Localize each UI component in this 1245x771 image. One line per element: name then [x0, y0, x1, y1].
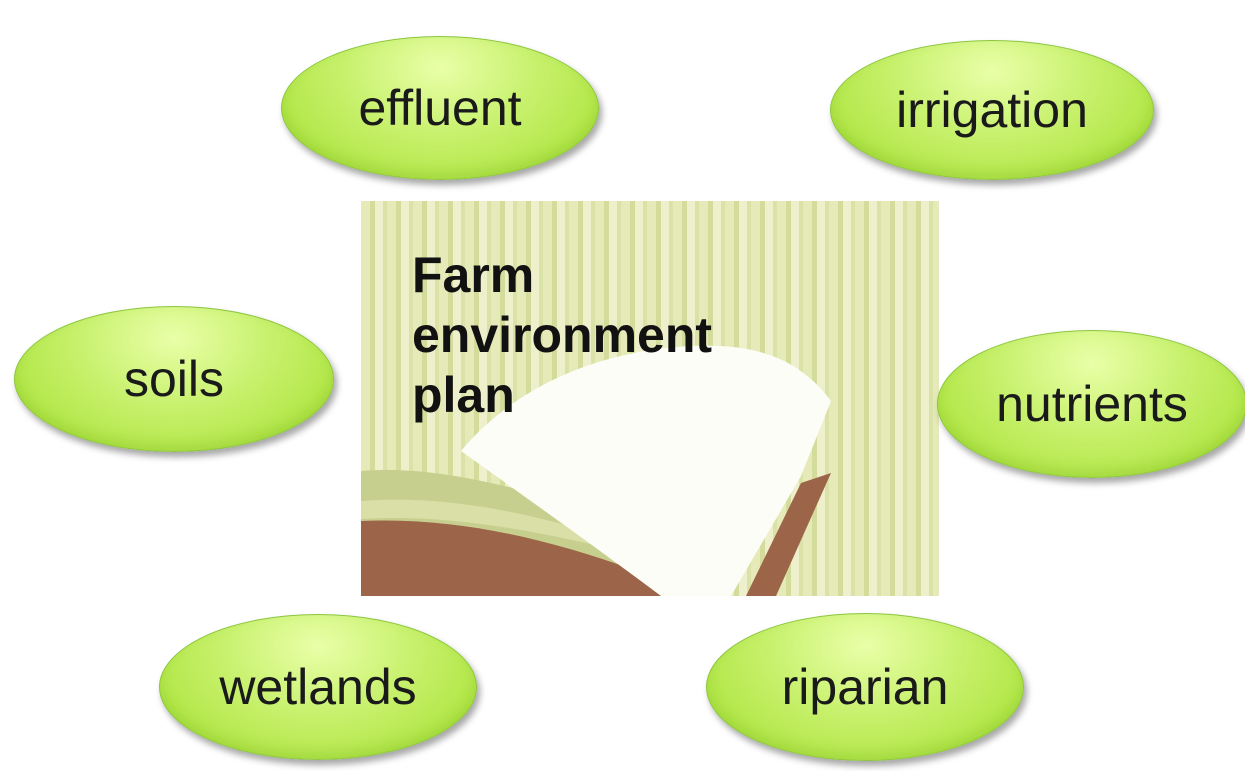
- book-olive-accent: [361, 499, 661, 561]
- center-title-line1: Farm: [412, 247, 535, 303]
- bubble-riparian: riparian: [706, 613, 1024, 761]
- bubble-riparian-label: riparian: [781, 659, 949, 715]
- bubble-effluent: effluent: [281, 36, 599, 180]
- bubble-soils: soils: [14, 306, 334, 452]
- center-plan-panel: Farm environment plan: [361, 201, 939, 596]
- bubble-nutrients-label: nutrients: [996, 376, 1188, 432]
- bubble-wetlands: wetlands: [159, 614, 477, 760]
- bubble-nutrients: nutrients: [937, 330, 1245, 478]
- bubble-soils-label: soils: [123, 351, 225, 407]
- bubble-effluent-label: effluent: [358, 80, 522, 136]
- bubble-irrigation: irrigation: [830, 40, 1154, 180]
- bubble-irrigation-label: irrigation: [896, 82, 1088, 138]
- center-title-line2: environment: [412, 307, 713, 363]
- book-brown-blob: [385, 533, 500, 596]
- book-white-page: [461, 345, 831, 596]
- book-right-edge: [746, 473, 831, 596]
- center-title: Farm environment plan: [412, 245, 812, 425]
- center-title-line3: plan: [412, 367, 515, 423]
- bubble-wetlands-label: wetlands: [219, 659, 417, 715]
- open-book-icon: [361, 345, 831, 596]
